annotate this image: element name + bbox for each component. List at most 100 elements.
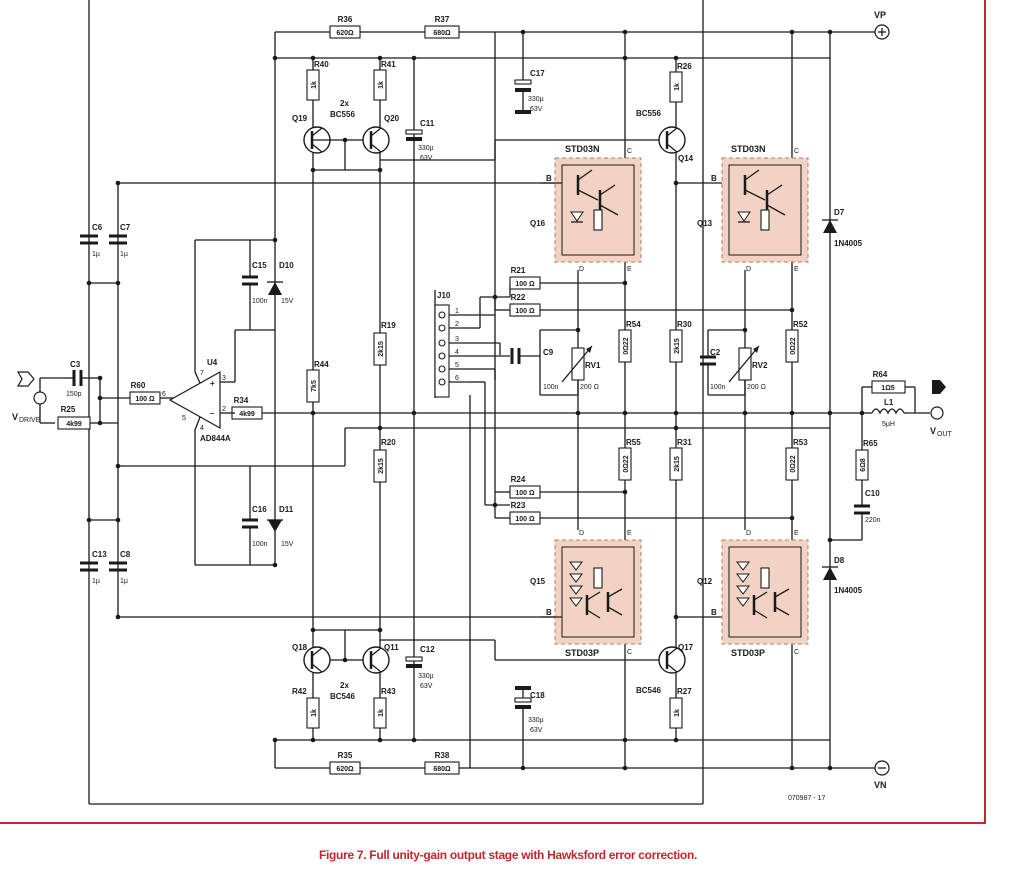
l1-value: 5µH [882,421,895,428]
capacitor-c13: C13 1µ [80,550,107,585]
c13-label: C13 [92,550,107,559]
r20-label: R20 [381,438,396,447]
r55-value: 0Ω22 [623,455,630,472]
capacitor-c7: C7 1µ [109,223,131,258]
c2-value: 100n [710,384,726,391]
q12-label: Q12 [697,577,713,586]
resistor-r64: 1Ω5 R64 [871,370,906,394]
vdrive-subscript: DRIVE [19,417,41,424]
q20-label: Q20 [384,114,400,123]
resistor-r31: 2k15 R31 [669,438,692,481]
j10-pin-4: 4 [455,349,459,356]
c12-label: C12 [420,645,435,654]
vout-output-terminal: V OUT [930,380,953,438]
c9-value: 100n [543,384,559,391]
d10-value: 15V [281,298,294,305]
q13-pin-d: D [746,266,751,273]
r53-label: R53 [793,438,808,447]
c11-voltage: 63V [420,155,433,162]
pair-top-count: 2x [340,99,349,108]
opamp-pin-4: 4 [200,425,204,432]
c7-value: 1µ [120,251,128,258]
r40-label: R40 [314,60,329,69]
capacitor-c17: C17 330µ 63V [514,58,545,114]
j10-pin-6: 6 [455,375,459,382]
resistor-r36: 620Ω R36 [329,15,361,39]
resistor-r41: 1k R41 [373,60,396,101]
r54-value: 0Ω22 [623,337,630,354]
r26-label: R26 [677,62,692,71]
resistor-r38: 680Ω R38 [424,751,460,775]
c17-voltage: 63V [530,106,543,113]
opamp-pin-6: 6 [162,391,166,398]
j10-pin-3: 3 [455,336,459,343]
q13-pin-e: E [794,266,799,273]
d11-label: D11 [279,505,294,514]
capacitor-c3: C3 150p [65,360,90,398]
r42-label: R42 [292,687,307,696]
r65-label: R65 [863,439,878,448]
r36-value: 620Ω [336,30,354,37]
r42-value: 1k [311,709,318,717]
q19-label: Q19 [292,114,308,123]
q18-label: Q18 [292,643,308,652]
r37-label: R37 [435,15,450,24]
capacitor-c18: C18 330µ 63V [514,686,545,768]
vdrive-label: V [12,412,18,422]
q15-part: STD03P [565,648,599,658]
resistor-r27: 1k R27 [669,687,692,729]
c10-value: 220n [865,517,881,524]
r23-value: 100 Ω [515,516,535,523]
d8-value: 1N4005 [834,586,863,595]
power-device-q15: B C D E Q15 STD03P [530,530,642,658]
j10-pin-5: 5 [455,362,459,369]
capacitor-c11: C11 330µ 63V [405,119,435,162]
capacitor-c15: C15 100n [242,240,268,330]
q17-label: Q17 [678,643,694,652]
rv1-label: RV1 [585,361,601,370]
potentiometer-rv1: RV1 200 Ω [561,345,601,395]
pair-bot-part: BC546 [330,692,355,701]
r34-value: 4k99 [239,411,255,418]
resistor-r35: 620Ω R35 [329,751,361,775]
r31-value: 2k15 [674,456,681,472]
pair-bot-count: 2x [340,681,349,690]
capacitor-c9: C9 100n [510,329,578,396]
r22-value: 100 Ω [515,308,535,315]
resistor-r24: 100 Ω R24 [509,475,541,499]
r30-value: 2k15 [674,338,681,354]
c16-value: 100n [252,541,268,548]
transistor-q20: Q20 [362,114,400,154]
inductor-l1: L1 5µH [871,398,908,428]
resistor-r19: 2k15 R19 [373,321,396,366]
q14-label: Q14 [678,154,694,163]
junction-dots [86,29,865,771]
q15-pin-d: D [579,530,584,537]
c10-label: C10 [865,489,880,498]
r55-label: R55 [626,438,641,447]
q12-pin-c: C [794,649,799,656]
transistor-q18: Q18 [292,643,331,674]
resistor-r23: 100 Ω R23 [509,501,541,525]
q13-pin-b: B [711,174,717,183]
r54-label: R54 [626,320,641,329]
opamp-plus: + [210,379,215,388]
resistor-r54: 0Ω22 R54 [618,320,641,363]
rv2-label: RV2 [752,361,768,370]
capacitor-c12: C12 330µ 63V [405,645,435,690]
vout-label: V [930,426,936,436]
c17-label: C17 [530,69,545,78]
q16-pin-e: E [627,266,632,273]
resistor-r55: 0Ω22 R55 [618,438,641,481]
r27-value: 1k [674,709,681,717]
figure-code: 070987 - 17 [788,795,825,802]
c12-voltage: 63V [420,683,433,690]
vn-label: VN [874,780,887,790]
resistor-r26: 1k R26 [669,62,692,103]
r43-value: 1k [378,709,385,717]
vp-terminal: VP [874,10,890,40]
c11-label: C11 [420,119,435,128]
rv1-value: 200 Ω [580,384,599,391]
d7-label: D7 [834,208,845,217]
d11-value: 15V [281,541,294,548]
